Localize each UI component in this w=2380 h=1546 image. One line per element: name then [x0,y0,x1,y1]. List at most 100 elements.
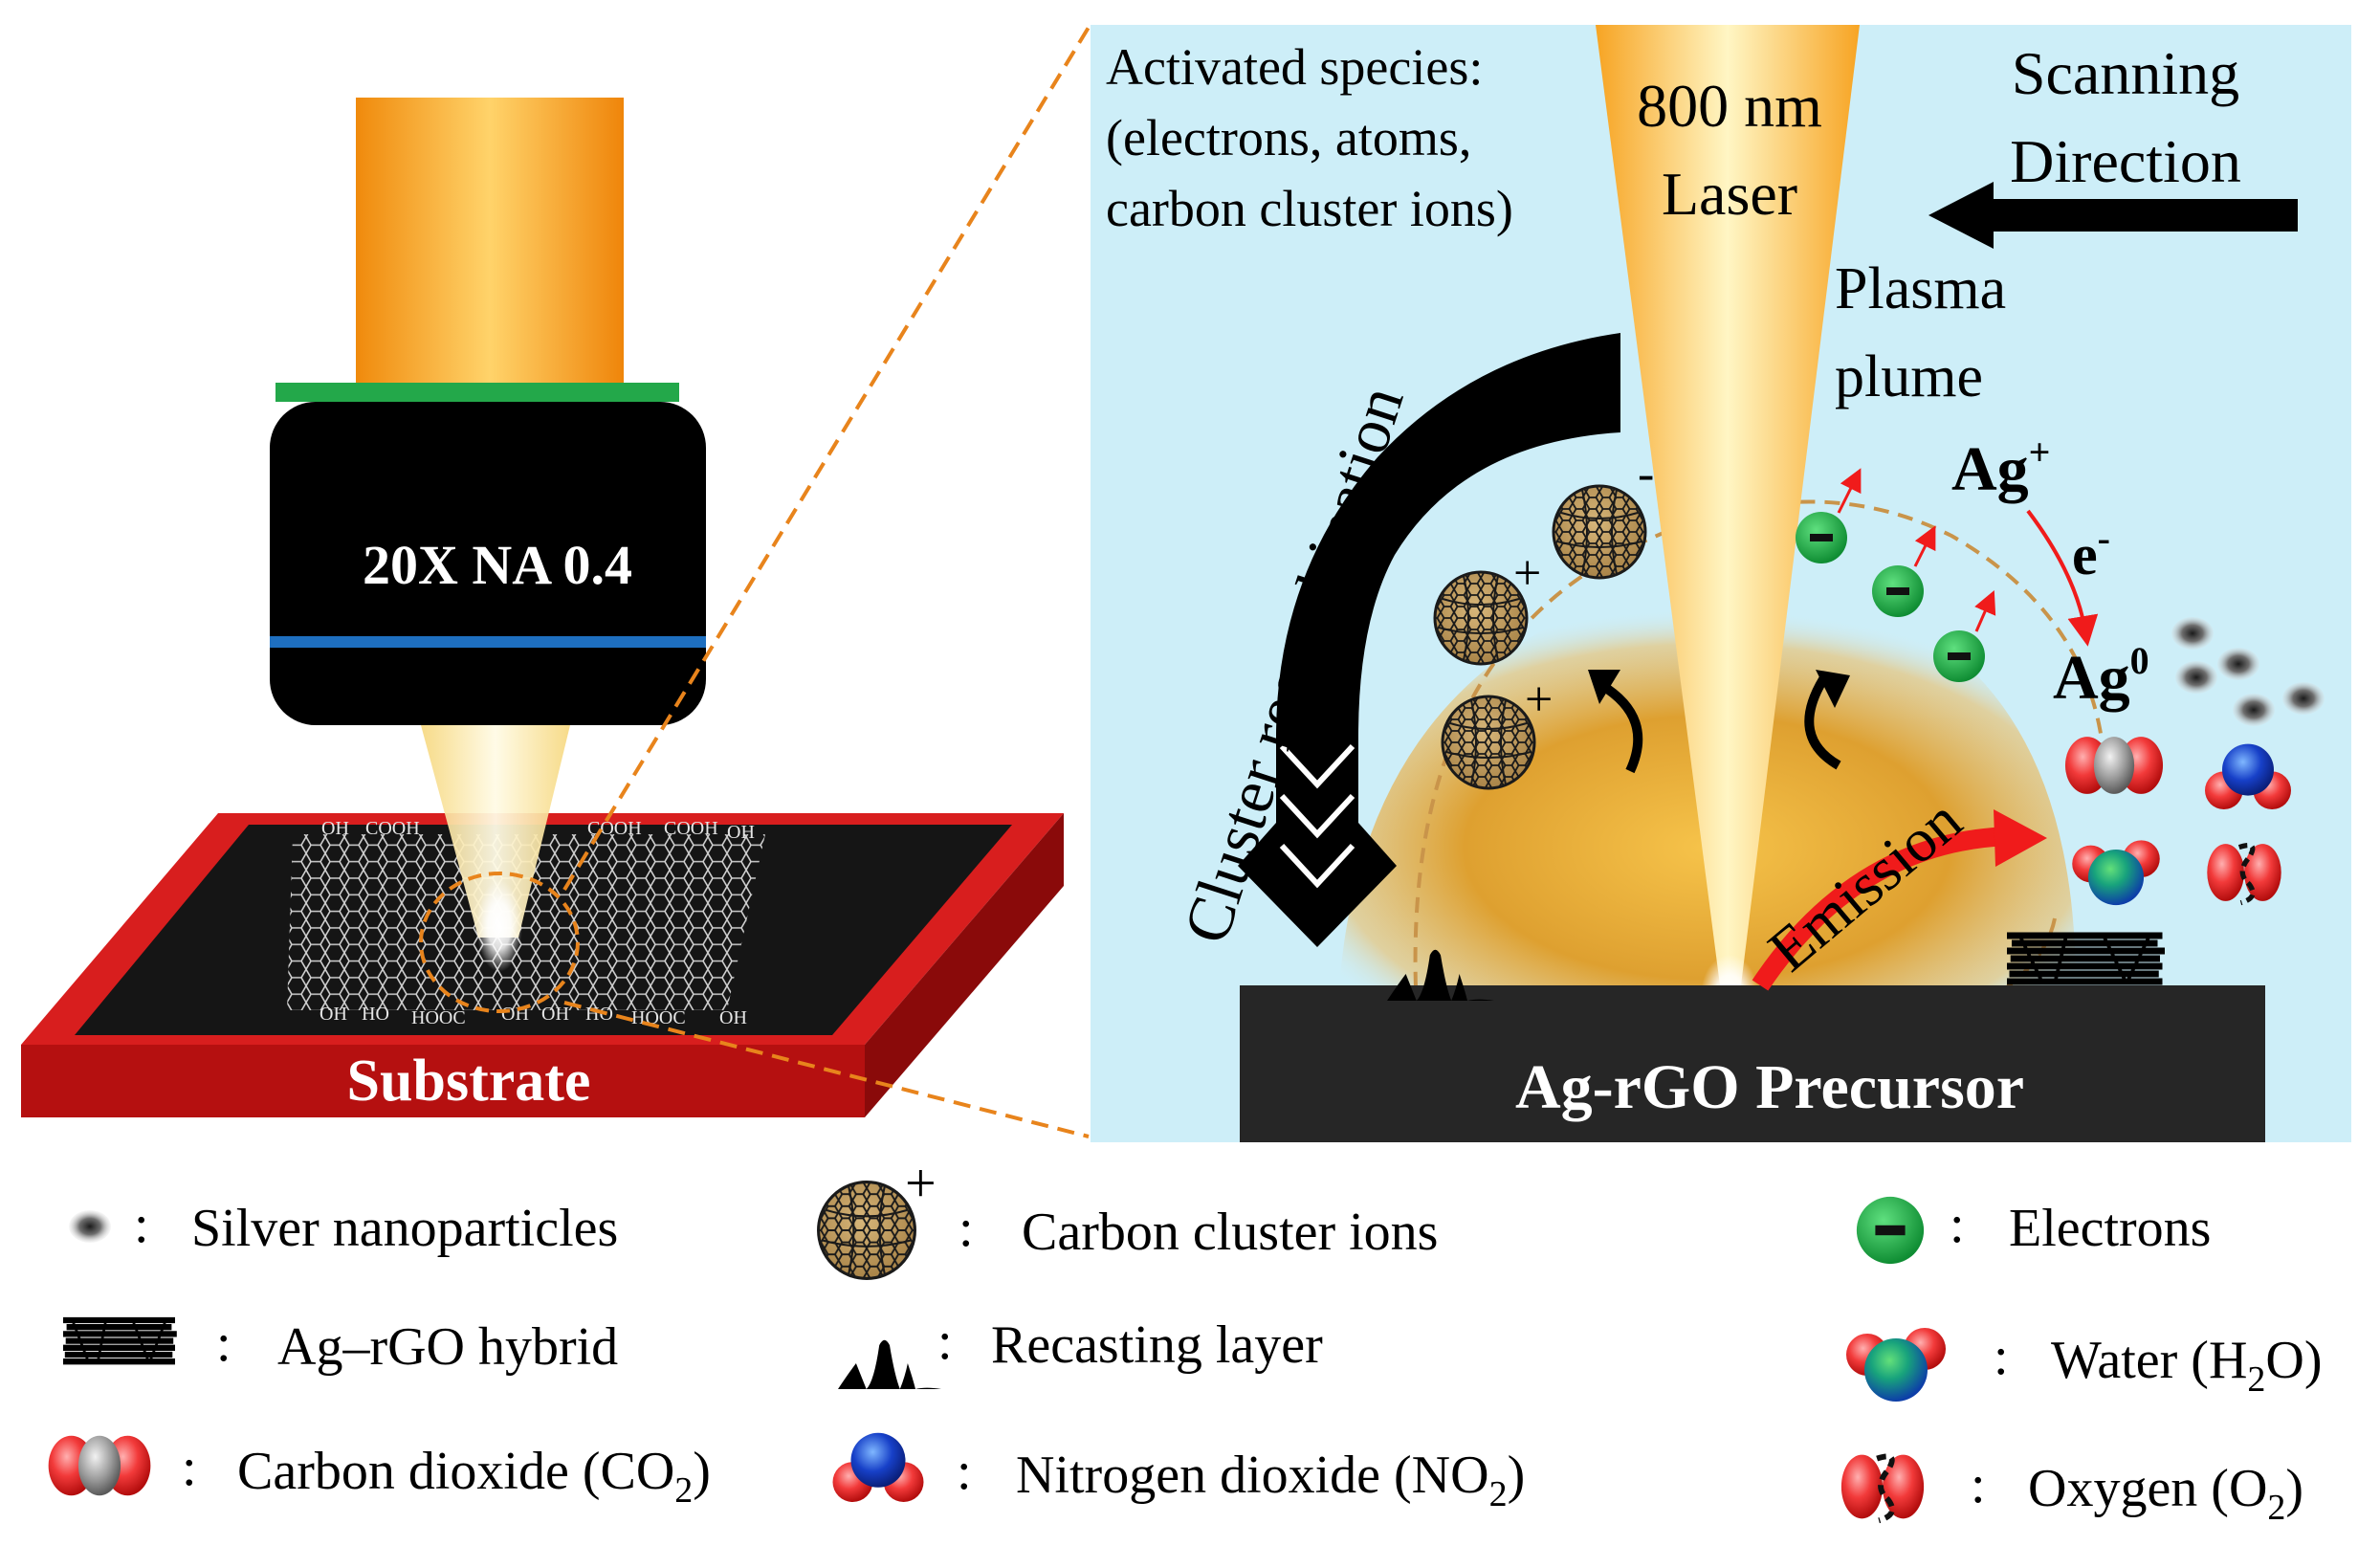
objective-lens: 20X NA 0.4 [270,98,706,725]
emission-arrow-head [1994,809,2047,867]
legend-water-icon [1846,1328,1946,1402]
chem-label-bottom-4: OH [541,1004,569,1025]
recombination-arrow [1238,333,1620,947]
chem-label-bottom-0: OH [320,1004,347,1025]
zoom-guide-bottom [563,1001,1090,1138]
legend-separator-8: : [1994,1327,2009,1386]
laser-cone [1596,25,1860,985]
laser-text: 800 nm Laser [1637,72,1822,228]
substrate-side [865,813,1064,1117]
focus-spot [476,880,522,972]
legend-silver-label: Silver nanoparticles [191,1199,618,1258]
graphene-lattice [287,834,765,1010]
chem-label-bottom-7: OH [719,1007,747,1028]
legend-separator-9: : [1971,1455,1986,1514]
chem-label-top-1: COOH [365,818,420,839]
swirl-left [1598,680,1643,774]
swirl-right [1804,676,1841,770]
chem-label-top-2: COOH [587,818,642,839]
legend: : Silver nanoparticles : Ag–rGO hybrid :… [48,1152,2322,1528]
substrate-front [21,1045,865,1117]
chem-label-bottom-5: HO [585,1004,613,1025]
legend-separator-3: : [182,1438,197,1497]
legend-cluster-icon [817,1181,916,1280]
legend-hybrid-label: Ag–rGO hybrid [277,1317,618,1377]
scan-arrow-head [1928,182,1994,249]
co2-molecule-panel [2064,737,2164,794]
swirl-arrows [1588,670,1850,774]
silver-np-1 [2171,617,2214,650]
legend-separator-6: : [957,1442,972,1501]
legend-oxygen-label: Oxygen (O2) [2028,1459,2303,1528]
legend-recast-icon [838,1339,941,1389]
chem-label-bottom-1: HO [362,1004,389,1025]
ion-sign-1: - [1638,447,1654,501]
objective-green-band [275,383,679,402]
legend-co2-icon [48,1435,151,1496]
legend-oxygen-icon [1841,1455,1924,1521]
substrate: OH COOH COOH COOH OH OH HO HOOC OH OH HO… [21,725,1064,1117]
legend-no2-label: Nitrogen dioxide (NO2) [1016,1446,1525,1514]
legend-electron-icon [1856,1196,1925,1265]
ag-zero-label: Ag0 [2053,639,2149,713]
legend-separator-1: : [134,1195,149,1254]
precursor-bar [1240,985,2265,1142]
zoom-panel: Ag-rGO Precursor Cluster recombination -… [1091,25,2351,1142]
legend-separator-4: : [959,1199,974,1258]
electrons [1796,468,1996,682]
legend-no2-icon [832,1432,924,1502]
legend-hybrid-icon [63,1318,177,1363]
ion-sign-3: + [1525,673,1553,727]
zoom-circle [419,872,580,1013]
silver-np-4 [2233,694,2275,726]
ag-reduction-arrow [2026,509,2099,647]
scan-text: Scanning Direction [2010,39,2241,195]
scan-arrow [1928,182,2298,249]
electron-2 [1872,565,1924,617]
plasma-line-0: Plasma [1835,256,2006,321]
species-line-2: carbon cluster ions) [1106,180,1513,237]
ion-sign-2: + [1513,546,1541,601]
species-text: Activated species: (electrons, atoms, ca… [1106,38,1513,237]
scan-arrow-shaft [1986,199,2298,232]
silver-np-5 [2282,682,2325,715]
legend-silver-icon [69,1210,111,1243]
objective-label: 20X NA 0.4 [363,534,632,596]
electron-1 [1796,512,1847,563]
species-line-0: Activated species: [1106,38,1483,96]
scan-line-0: Scanning [2012,39,2239,107]
silver-np-3 [2175,661,2217,694]
legend-separator-7: : [1950,1195,1965,1254]
chem-label-top-0: OH [321,818,349,839]
objective-blue-band [270,636,706,648]
substrate-label: Substrate [347,1049,591,1114]
objective-tube [356,98,624,385]
chem-label-bottom-2: HOOC [411,1007,466,1028]
ag-plus-label: Ag+ [1951,431,2050,504]
hybrid-stack [2007,934,2165,983]
legend-electrons-label: Electrons [2009,1199,2211,1258]
legend-separator-2: : [216,1314,231,1373]
species-line-1: (electrons, atoms, [1106,109,1471,166]
legend-cluster-label: Carbon cluster ions [1022,1203,1438,1262]
silver-np-2 [2217,648,2259,680]
laser-line-0: 800 nm [1637,72,1822,140]
laser-line-1: Laser [1662,160,1797,228]
zoom-guide-top [562,19,1094,892]
legend-separator-5: : [937,1312,953,1371]
chem-label-top-3: COOH [664,818,718,839]
scan-line-1: Direction [2010,127,2241,195]
plasma-line-1: plume [1835,344,1983,409]
zoom-guides [562,19,1094,1138]
electron-3 [1933,630,1985,682]
plasma-text: Plasma plume [1835,256,2006,409]
chem-label-top-4: OH [727,822,755,843]
legend-cluster-sign: + [905,1152,937,1214]
legend-co2-label: Carbon dioxide (CO2) [237,1442,711,1511]
focused-beam [421,725,570,938]
precursor-label: Ag-rGO Precursor [1515,1052,2024,1122]
electron-transfer-label: e- [2072,517,2110,586]
swirl-right-head [1816,670,1850,708]
